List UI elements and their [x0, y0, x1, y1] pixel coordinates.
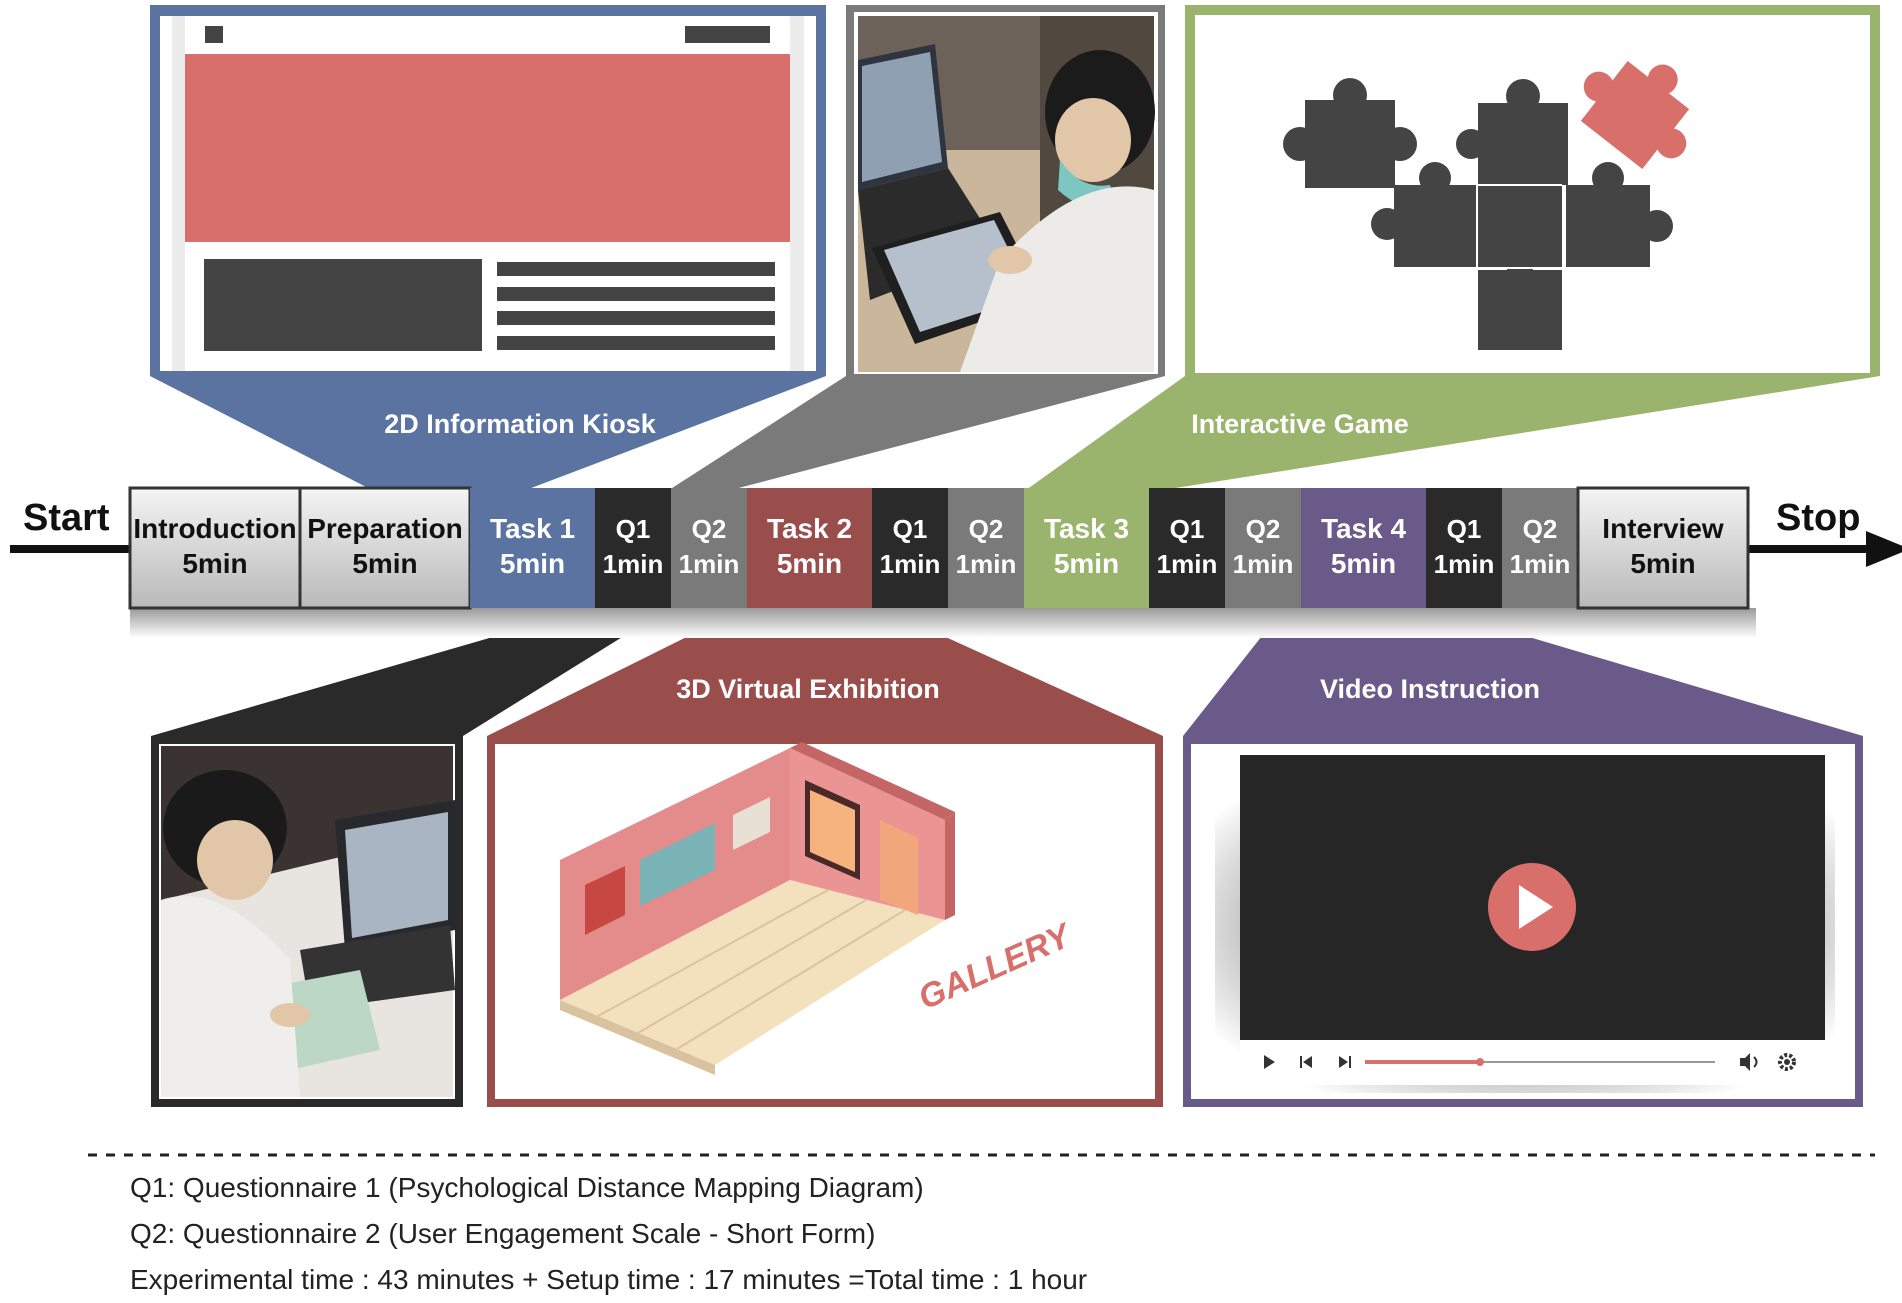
timeline-step-name: Task 3 — [1044, 513, 1129, 544]
timeline-step-q1: Q1 1min — [1149, 488, 1225, 608]
timeline-step-box — [872, 488, 948, 608]
timeline-step-name: Q1 — [1170, 514, 1205, 544]
start-label: Start — [23, 497, 110, 539]
timeline-step-name: Q1 — [616, 514, 651, 544]
video-callout: Video Instruction — [1183, 608, 1863, 1107]
participant-tablet-photo — [858, 16, 1155, 372]
timeline-step-box — [298, 486, 472, 610]
timeline-step-q2: Q2 1min — [671, 488, 747, 608]
top-photo-callout — [669, 5, 1165, 490]
legend: Q1: Questionnaire 1 (Psychological Dista… — [130, 1165, 1830, 1303]
game-callout: Interactive Game — [1026, 5, 1880, 490]
timeline-step-box — [470, 488, 595, 608]
timeline-step-duration: 1min — [603, 549, 664, 579]
video-player-icon — [1215, 755, 1835, 1093]
timeline-step-box — [671, 488, 747, 608]
progress-handle[interactable] — [1476, 1058, 1484, 1066]
timeline-step-q2: Q2 1min — [1502, 488, 1578, 608]
timeline-step-duration: 5min — [777, 548, 842, 579]
progress-fill — [1365, 1060, 1480, 1064]
timeline-step-box — [747, 488, 872, 608]
timeline-step-name: Task 2 — [767, 513, 852, 544]
skip-back-icon[interactable] — [1300, 1056, 1312, 1068]
timeline-step-duration: 5min — [500, 548, 565, 579]
timeline-step-duration: 5min — [1630, 548, 1695, 579]
timeline-step-q1: Q1 1min — [872, 488, 948, 608]
timeline-step-name: Introduction — [133, 513, 296, 544]
timeline-step-q1: Q1 1min — [1426, 488, 1502, 608]
timeline-step-box — [1024, 488, 1149, 608]
timeline-step-name: Q1 — [1447, 514, 1482, 544]
timeline-step-duration: 5min — [182, 548, 247, 579]
timeline-step-box — [1426, 488, 1502, 608]
timeline-step-name: Preparation — [307, 513, 463, 544]
skip-forward-icon[interactable] — [1339, 1056, 1351, 1068]
timeline-step-name: Q2 — [692, 514, 727, 544]
timeline-steps: Introduction 5min Preparation 5min Task 1 5mi… — [128, 486, 1750, 610]
timeline-step-task-2: Task 2 5min — [747, 488, 872, 608]
timeline-step-duration: 1min — [679, 549, 740, 579]
kiosk-callout: 2D Information Kiosk — [150, 5, 826, 490]
stop-label: Stop — [1776, 497, 1860, 539]
timeline-step-name: Task 4 — [1321, 513, 1407, 544]
timeline-step-box — [948, 488, 1024, 608]
timeline-step-duration: 1min — [1434, 549, 1495, 579]
timeline-step-preparation: Preparation 5min — [298, 486, 472, 610]
participant-laptop-photo — [161, 746, 455, 1097]
legend-time: Experimental time : 43 minutes + Setup t… — [130, 1264, 1088, 1295]
timeline-step-duration: 1min — [1510, 549, 1571, 579]
timeline-step-q2: Q2 1min — [1225, 488, 1301, 608]
timeline-step-duration: 1min — [956, 549, 1017, 579]
timeline-step-box — [1149, 488, 1225, 608]
gear-icon[interactable] — [1778, 1053, 1796, 1071]
exhibition-callout-label: 3D Virtual Exhibition — [676, 674, 940, 704]
timeline-step-duration: 1min — [880, 549, 941, 579]
video-callout-label: Video Instruction — [1320, 674, 1540, 704]
progress-track[interactable] — [1365, 1061, 1715, 1063]
timeline-step-task-4: Task 4 5min — [1301, 488, 1426, 608]
timeline-step-introduction: Introduction 5min — [128, 486, 302, 610]
timeline-step-task-1: Task 1 5min — [470, 488, 595, 608]
timeline-step-duration: 5min — [352, 548, 417, 579]
timeline-step-q1: Q1 1min — [595, 488, 671, 608]
timeline-step-duration: 5min — [1331, 548, 1396, 579]
timeline-step-interview: Interview 5min — [1576, 486, 1750, 610]
timeline-step-box — [128, 486, 302, 610]
timeline-step-name: Interview — [1602, 513, 1724, 544]
exhibition-callout: GALLERY 3D Virtual Exhibition — [487, 608, 1163, 1107]
timeline-step-duration: 5min — [1054, 548, 1119, 579]
timeline-step-name: Q2 — [969, 514, 1004, 544]
game-callout-label: Interactive Game — [1191, 409, 1409, 439]
timeline-step-name: Q2 — [1246, 514, 1281, 544]
kiosk-callout-label: 2D Information Kiosk — [384, 409, 657, 439]
volume-icon[interactable] — [1740, 1053, 1758, 1071]
timeline-step-name: Q1 — [893, 514, 928, 544]
puzzle-pieces-icon — [1283, 61, 1690, 350]
timeline-arrowhead — [1866, 531, 1902, 567]
timeline: Start Stop Introduction 5min Preparation 5m… — [10, 486, 1902, 638]
timeline-step-box — [1301, 488, 1426, 608]
timeline-step-task-3: Task 3 5min — [1024, 488, 1149, 608]
play-small-icon[interactable] — [1264, 1055, 1275, 1069]
timeline-step-name: Task 1 — [490, 513, 575, 544]
timeline-step-box — [1576, 486, 1750, 610]
timeline-step-q2: Q2 1min — [948, 488, 1024, 608]
timeline-step-box — [595, 488, 671, 608]
bottom-photo-callout — [151, 608, 669, 1107]
legend-q1: Q1: Questionnaire 1 (Psychological Dista… — [130, 1172, 924, 1203]
timeline-step-box — [1502, 488, 1578, 608]
webpage-wireframe-icon — [172, 16, 804, 371]
legend-q2: Q2: Questionnaire 2 (User Engagement Sca… — [130, 1218, 876, 1249]
timeline-step-name: Q2 — [1523, 514, 1558, 544]
timeline-step-duration: 1min — [1157, 549, 1218, 579]
timeline-step-duration: 1min — [1233, 549, 1294, 579]
timeline-step-box — [1225, 488, 1301, 608]
timeline-shadow — [130, 608, 1756, 638]
